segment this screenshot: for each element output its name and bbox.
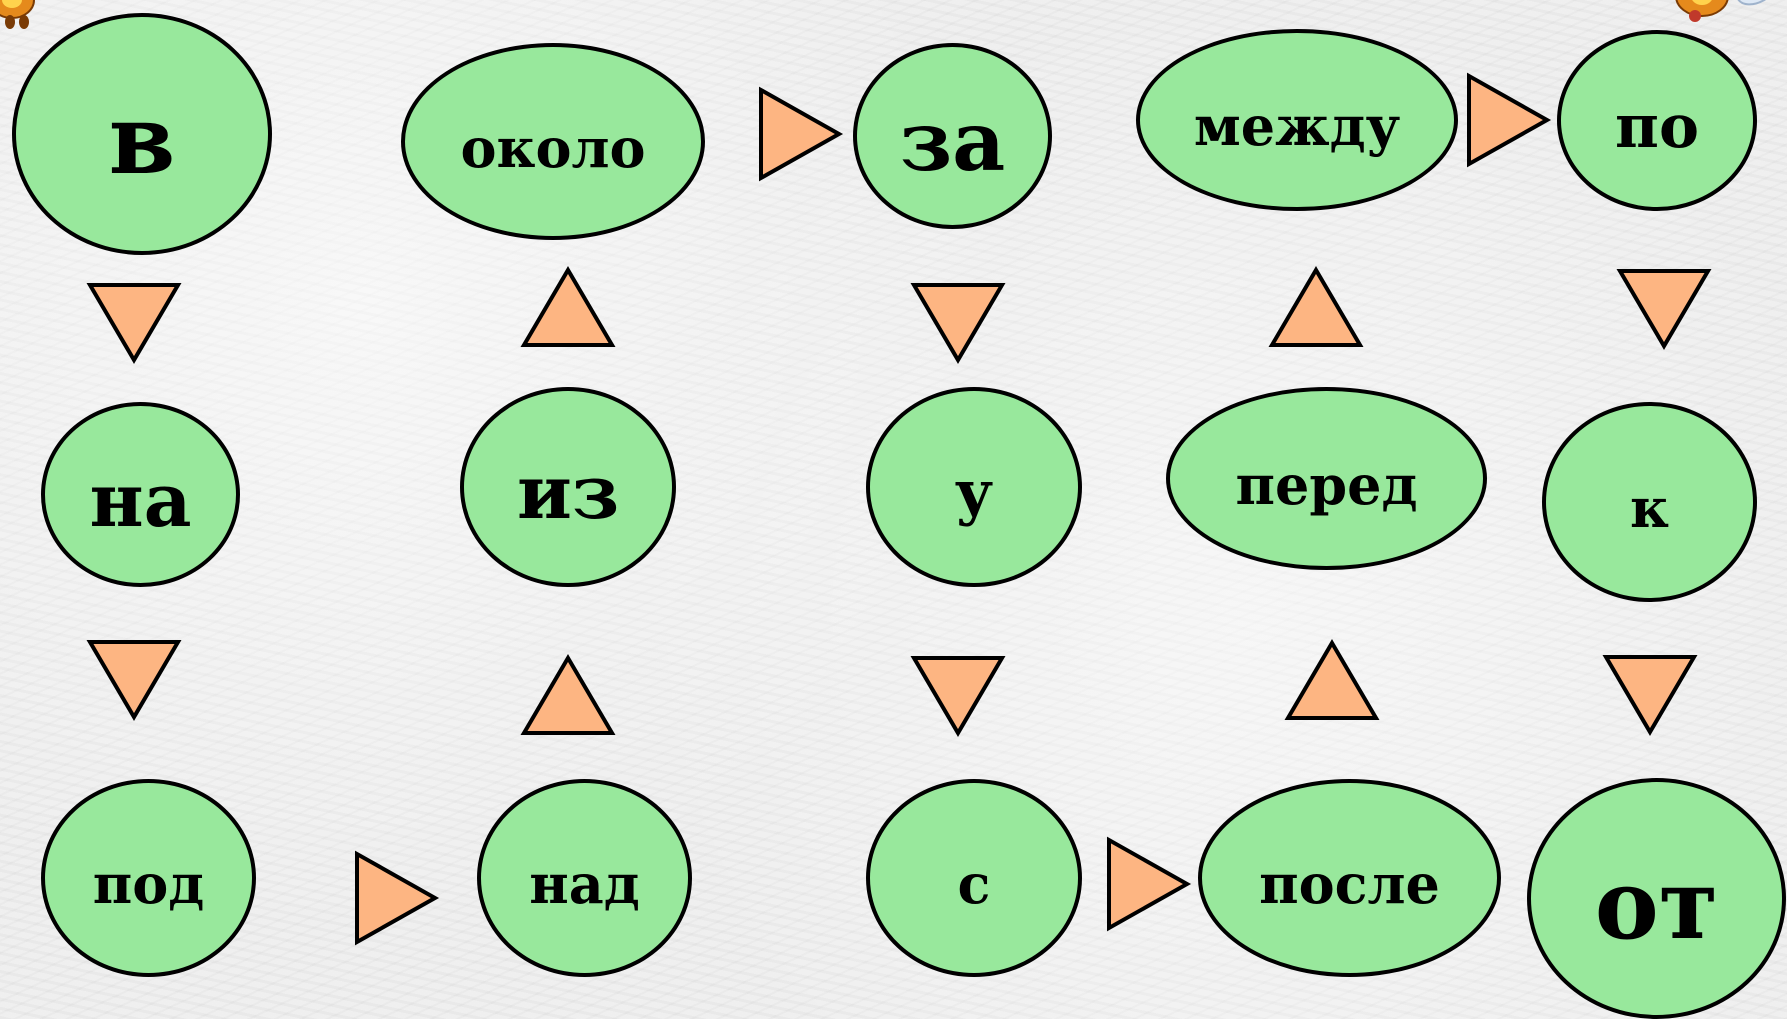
triangle-up-icon [1268,266,1364,347]
triangle-up-icon [520,654,616,735]
triangle-down-icon [1616,269,1712,350]
node-v: в [12,13,272,255]
node-pered: перед [1166,387,1487,570]
triangle-up-icon [520,266,616,347]
triangle-down-icon [910,656,1006,737]
node-nad: над [477,779,692,977]
triangle-down-icon [86,283,182,364]
triangle-up-icon [1284,639,1380,720]
node-okolo: около [401,43,705,240]
triangle-right-icon [1467,72,1552,168]
triangle-right-icon [1107,836,1192,932]
node-po: по [1557,30,1757,211]
node-u: у [866,387,1082,587]
triangle-right-icon [759,86,844,182]
node-na: на [41,402,240,587]
bee-icon [0,0,35,29]
node-pod: под [41,779,256,977]
triangle-down-icon [910,283,1006,364]
node-s: с [866,779,1082,977]
node-ot: от [1527,778,1786,1019]
node-za: за [853,43,1052,229]
node-k: к [1542,402,1757,602]
triangle-right-icon [355,850,440,946]
bee-icon [1675,0,1779,22]
triangle-down-icon [86,640,182,721]
node-posle: после [1198,779,1501,977]
triangle-down-icon [1602,655,1698,736]
node-mezhdu: между [1136,29,1458,211]
node-iz: из [460,387,676,587]
